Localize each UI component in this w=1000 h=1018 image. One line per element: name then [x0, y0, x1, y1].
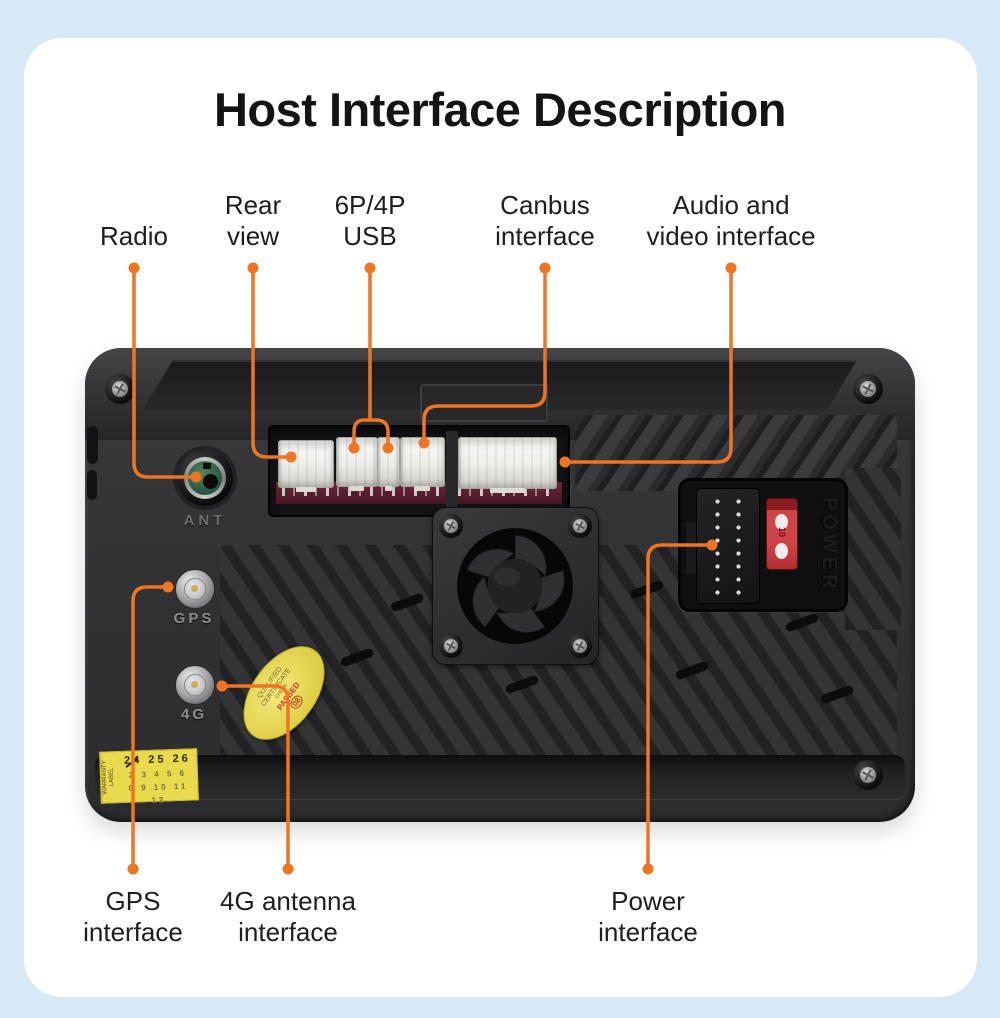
label-line: interface: [83, 917, 183, 947]
screw-icon: [439, 634, 463, 658]
antenna-key-notch: [203, 463, 211, 469]
warranty-side-text: WARRANTY LABEL: [100, 752, 120, 803]
warranty-row: 8 9 10 11 12: [128, 781, 189, 805]
label-line: interface: [238, 917, 338, 947]
label-line: Rear: [224, 190, 282, 220]
screw-icon: [853, 374, 883, 404]
warranty-grid: 24 25 26 2 3 4 5 6 8 9 10 11 12: [118, 749, 198, 805]
label-power-interface: Power interface: [598, 886, 698, 948]
label-line: Radio: [100, 221, 168, 251]
radio-antenna-connector: [177, 450, 233, 506]
audio-video-connector: [458, 437, 557, 493]
screw-icon: [568, 514, 592, 538]
label-line: video interface: [646, 221, 816, 251]
label-line: 6P/4P: [334, 190, 406, 220]
screw-icon: [105, 374, 135, 404]
gps-sma-connector: [175, 569, 215, 609]
4g-sma-connector: [175, 665, 215, 705]
screw-icon: [568, 634, 592, 658]
label-canbus: Canbus interface: [495, 190, 595, 252]
usb-6p-connector: [336, 437, 378, 491]
label-audio-video: Audio and video interface: [646, 190, 815, 252]
rear-view-connector: [278, 440, 334, 492]
label-line: interface: [598, 917, 698, 947]
gps-embossed-label: GPS: [173, 610, 215, 627]
fan-icon: [457, 528, 573, 644]
power-bay: 10 POWER: [678, 478, 848, 612]
head-unit-rear-panel: 10 POWER ANT GPS 4G QUALIFIED CERTIFICAT…: [85, 348, 915, 822]
fuse-10a: 10: [766, 498, 798, 570]
cooling-fan-plate: [432, 507, 599, 665]
label-line: view: [226, 221, 280, 251]
label-line: Canbus: [500, 190, 590, 220]
bottom-groove: [95, 755, 905, 799]
side-vent-slot: [87, 426, 98, 464]
diagonal-vent-stripes-right: [845, 468, 901, 630]
screw-icon: [439, 514, 463, 538]
top-recess-notch: [420, 384, 548, 422]
fuse-rating-label: 10: [777, 526, 787, 537]
power-connector-latch: [686, 522, 696, 574]
label-4g-antenna-interface: 4G antenna interface: [220, 886, 356, 948]
label-line: GPS: [105, 886, 161, 916]
label-gps-interface: GPS interface: [83, 886, 183, 948]
label-line: interface: [495, 221, 595, 251]
power-pin-connector: [696, 488, 760, 604]
label-line: USB: [343, 221, 397, 251]
ant-embossed-label: ANT: [183, 512, 227, 529]
4g-embossed-label: 4G: [180, 706, 207, 723]
label-usb: 6P/4P USB: [335, 190, 406, 252]
screw-icon: [853, 760, 883, 790]
canbus-connector: [400, 437, 445, 491]
connector-bay: [268, 425, 570, 517]
label-line: Audio and: [672, 190, 790, 220]
side-vent-slot: [87, 470, 97, 500]
antenna-socket-hole: [203, 474, 218, 489]
warranty-label: WARRANTY LABEL 24 25 26 2 3 4 5 6 8 9 10…: [99, 748, 199, 805]
label-line: 4G antenna: [220, 886, 356, 916]
power-embossed-label: POWER: [818, 497, 840, 593]
label-rear-view: Rear view: [225, 190, 281, 252]
label-radio: Radio: [100, 221, 168, 252]
page-title: Host Interface Description: [213, 83, 787, 136]
bay-divider: [446, 431, 458, 513]
usb-4p-connector: [377, 437, 400, 491]
label-line: Power: [611, 886, 685, 916]
